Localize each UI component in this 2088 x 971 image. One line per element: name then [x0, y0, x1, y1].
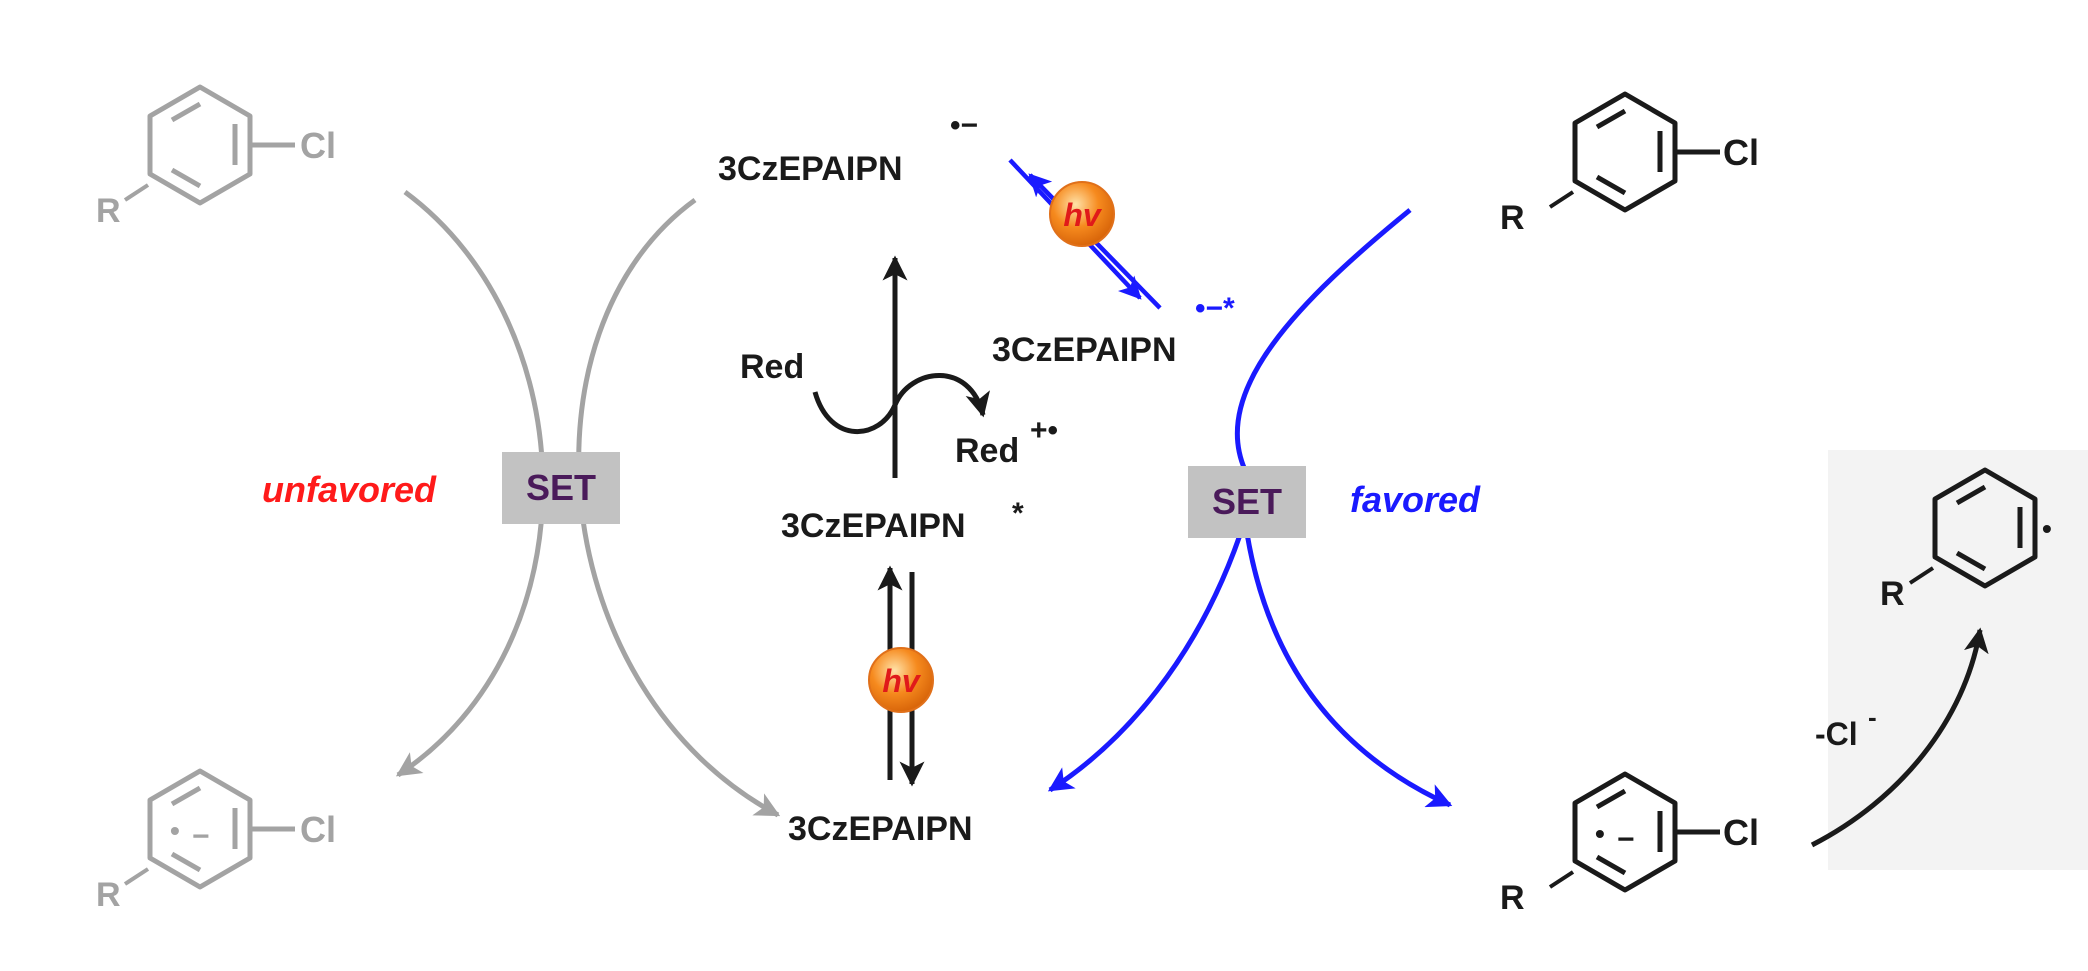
- chloro-atom: Cl: [1723, 812, 1759, 853]
- catalyst-cycle: 3CzEPAIPN •− 3CzEPAIPN •−* hv Red Red +•…: [718, 109, 1235, 848]
- elimination-label: -Cl: [1815, 716, 1858, 752]
- reductant-curve: [812, 373, 990, 434]
- chloro-atom: Cl: [300, 809, 336, 850]
- anion-sign: −: [1617, 823, 1635, 856]
- oxidized-reductant-label: Red: [955, 432, 1019, 470]
- anion-sign: −: [192, 820, 210, 853]
- radical-dot: •: [170, 815, 180, 846]
- excited-state-label: 3CzEPAIPN: [781, 507, 966, 545]
- radical-dot: •: [2042, 513, 2052, 544]
- r-group: R: [1880, 575, 1905, 613]
- chloroarene-favored-radical-anion: • − Cl R: [1500, 771, 1759, 917]
- ground-state-label: 3CzEPAIPN: [788, 810, 973, 848]
- chloro-atom: Cl: [1723, 132, 1759, 173]
- oxidized-reductant-charge: +•: [1030, 414, 1058, 447]
- r-group: R: [1500, 199, 1525, 237]
- excited-radical-anion-charge: •−*: [1195, 292, 1235, 325]
- reductant-label: Red: [740, 348, 804, 386]
- light-icon-bottom: hv: [868, 647, 934, 713]
- elimination-arrow: [1810, 627, 1989, 848]
- r-group: R: [96, 192, 121, 230]
- favored-arrow-left: [1047, 519, 1248, 793]
- favored-path: SET favored: [1047, 208, 1481, 808]
- chloroarene-unfavored-radical-anion: • − Cl R: [96, 768, 336, 914]
- set-label-favored: SET: [1212, 481, 1282, 522]
- favored-label: favored: [1350, 479, 1481, 520]
- light-label-bottom: hv: [882, 663, 922, 699]
- set-label-unfavored: SET: [526, 467, 596, 508]
- product-panel: [1828, 450, 2088, 870]
- unfavored-path: SET unfavored: [262, 189, 781, 818]
- chloro-atom: Cl: [300, 125, 336, 166]
- elimination-charge: -: [1868, 702, 1877, 732]
- chloroarene-unfavored-substrate: Cl R: [96, 84, 336, 230]
- light-label-top: hv: [1063, 197, 1103, 233]
- r-group: R: [96, 876, 121, 914]
- unfavored-label: unfavored: [262, 469, 437, 510]
- set-box-unfavored: [502, 452, 620, 524]
- chloroarene-favored-substrate: Cl R: [1500, 91, 1759, 237]
- favored-arrow-top: [1234, 208, 1412, 471]
- favored-arrow-right: [1242, 519, 1453, 808]
- radical-anion-charge: •−: [950, 109, 978, 142]
- light-icon-top: hv: [1049, 181, 1115, 247]
- excited-state-mark: *: [1012, 497, 1024, 530]
- excited-radical-anion-label: 3CzEPAIPN: [992, 331, 1177, 369]
- radical-dot: •: [1595, 818, 1605, 849]
- aryl-radical-product: • R: [1880, 467, 2052, 613]
- chloride-elimination: -Cl -: [1810, 627, 1989, 848]
- set-box-favored: [1188, 466, 1306, 538]
- radical-anion-label: 3CzEPAIPN: [718, 150, 903, 188]
- r-group: R: [1500, 879, 1525, 917]
